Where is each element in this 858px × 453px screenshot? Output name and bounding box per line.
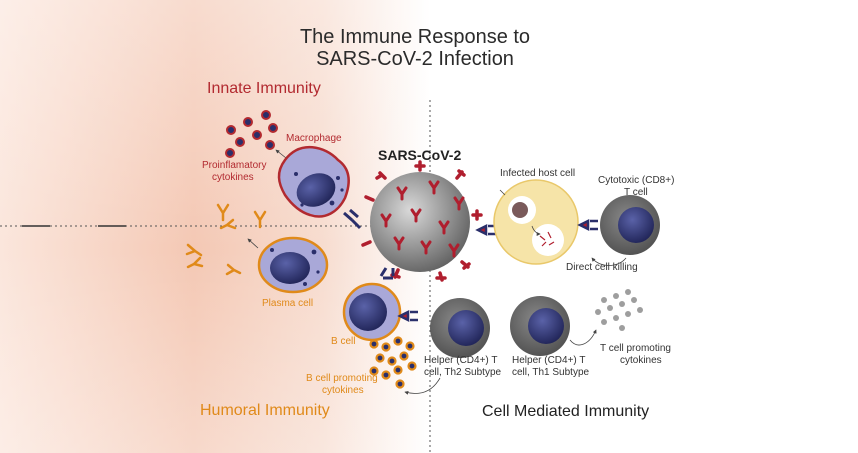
plasma-cell — [257, 236, 329, 294]
sars-cov-2-virus — [361, 160, 483, 282]
section-cell-mediated-immunity: Cell Mediated Immunity — [482, 403, 650, 420]
title-line-1: The Immune Response to — [299, 26, 531, 48]
cytotoxic-label-line-2: T cell — [624, 187, 648, 198]
b-cell-cytokines-label-line-2: cytokines — [322, 385, 364, 396]
proinflammatory-cytokines — [225, 110, 278, 158]
section-innate-immunity: Innate Immunity — [207, 80, 321, 97]
th1-helper-t-cell — [510, 296, 570, 356]
direct-killing-label: Direct cell killing — [566, 262, 638, 273]
infected-host-cell — [493, 179, 579, 265]
th2-helper-t-cell — [430, 298, 490, 358]
th2-label-line-2: cell, Th2 Subtype — [424, 367, 502, 378]
th1-label-line-2: cell, Th1 Subtype — [512, 367, 590, 378]
section-humoral-immunity: Humoral Immunity — [200, 402, 330, 419]
b-cell-label: B cell — [331, 336, 356, 347]
infected-cell-label: Infected host cell — [500, 168, 576, 179]
macrophage-label: Macrophage — [286, 133, 342, 144]
cytotoxic-label-line-1: Cytotoxic (CD8+) — [598, 175, 675, 186]
t-cell-cytokines-label-line-2: cytokines — [620, 355, 662, 366]
b-cell — [342, 282, 402, 342]
t-cell-cytokines-label-line-1: T cell promoting — [600, 343, 671, 354]
th2-label-line-1: Helper (CD4+) T — [424, 355, 498, 366]
plasma-cell-label: Plasma cell — [262, 298, 314, 309]
macrophage-cell — [277, 145, 350, 218]
cytotoxic-t-cell — [600, 195, 660, 255]
virus-label: SARS-CoV-2 — [378, 147, 462, 163]
b-cell-cytokines — [369, 336, 417, 389]
proinflammatory-label-line-1: Proinflamatory — [202, 160, 267, 171]
th1-label-line-1: Helper (CD4+) T — [512, 355, 586, 366]
antibodies — [185, 203, 267, 276]
b-cell-cytokines-label-line-1: B cell promoting — [306, 373, 378, 384]
t-cell-cytokines — [595, 289, 643, 331]
title-line-2: SARS-CoV-2 Infection — [316, 48, 514, 70]
proinflammatory-label-line-2: cytokines — [212, 172, 254, 183]
